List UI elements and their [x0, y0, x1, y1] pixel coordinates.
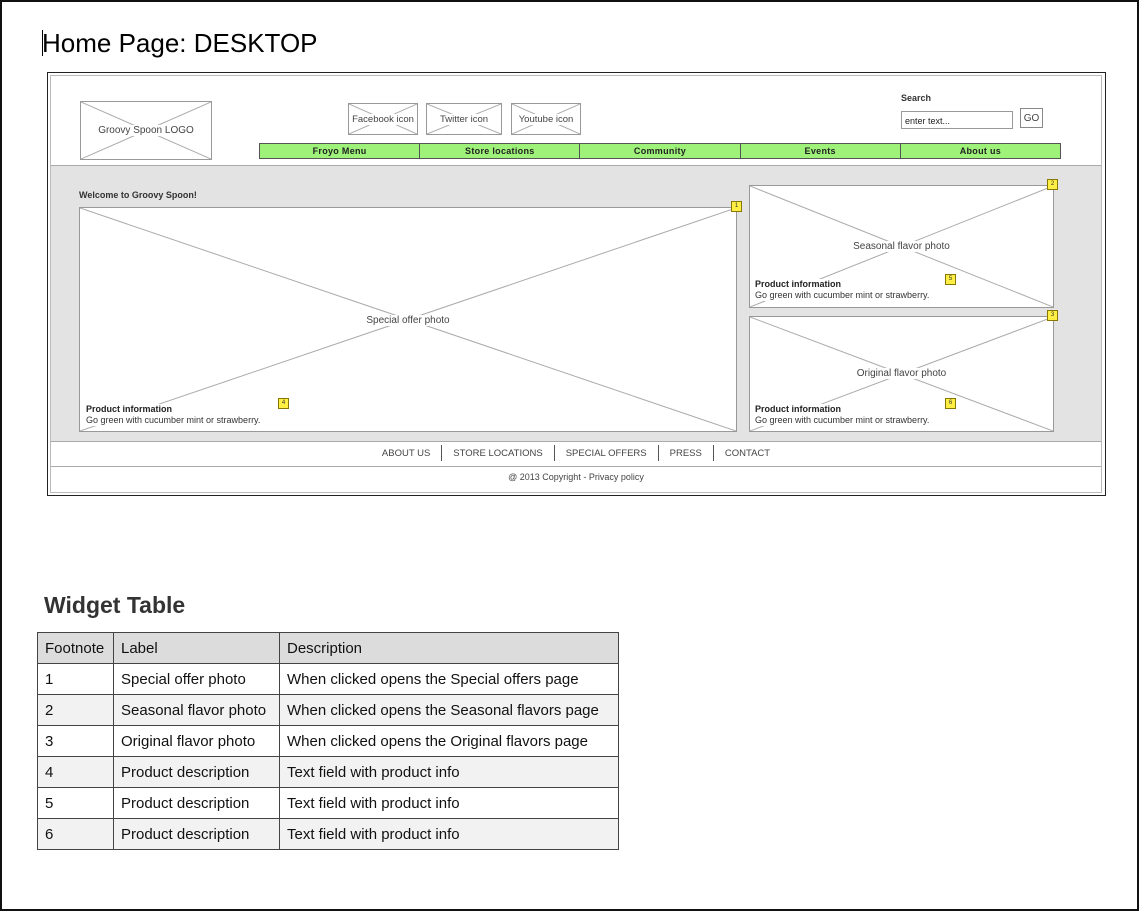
cell-footnote: 3	[37, 725, 114, 757]
cell-label: Seasonal flavor photo	[113, 694, 280, 726]
table-row: 2 Seasonal flavor photo When clicked ope…	[37, 694, 619, 726]
footer-separator	[441, 445, 443, 461]
page-title: Home Page: DESKTOP	[42, 28, 318, 58]
table-row: 6 Product description Text field with pr…	[37, 818, 619, 850]
text-cursor	[42, 30, 43, 56]
facebook-icon[interactable]: Facebook icon	[348, 103, 418, 135]
twitter-icon[interactable]: Twitter icon	[426, 103, 502, 135]
cell-description: Text field with product info	[279, 756, 619, 788]
widget-table: Footnote Label Description 1 Special off…	[37, 632, 619, 850]
cell-label: Special offer photo	[113, 663, 280, 695]
seasonal-flavor-photo[interactable]: Seasonal flavor photo Product informatio…	[749, 185, 1054, 308]
footer-separator	[712, 445, 714, 461]
cell-label: Original flavor photo	[113, 725, 280, 757]
table-row: 3 Original flavor photo When clicked ope…	[37, 725, 619, 757]
special-offer-photo[interactable]: Special offer photo Product information …	[79, 207, 737, 432]
footnote-badge-4: 4	[278, 398, 289, 409]
product-info-title: Product information	[86, 404, 172, 414]
footer-link-press[interactable]: PRESS	[669, 447, 702, 459]
twitter-label: Twitter icon	[435, 114, 493, 125]
cell-footnote: 4	[37, 756, 114, 788]
cell-description: When clicked opens the Special offers pa…	[279, 663, 619, 695]
footer-nav: ABOUT US STORE LOCATIONS SPECIAL OFFERS …	[51, 440, 1101, 467]
cell-description: Text field with product info	[279, 818, 619, 850]
table-row: 1 Special offer photo When clicked opens…	[37, 663, 619, 695]
original-flavor-label: Original flavor photo	[854, 368, 949, 379]
product-info: Product information Go green with cucumb…	[755, 404, 930, 426]
footnote-badge-6: 6	[945, 398, 956, 409]
youtube-icon[interactable]: Youtube icon	[511, 103, 581, 135]
facebook-label: Facebook icon	[349, 114, 417, 125]
cell-footnote: 2	[37, 694, 114, 726]
product-info-title: Product information	[755, 279, 841, 289]
nav-item-froyo-menu[interactable]: Froyo Menu	[260, 144, 421, 158]
content-area: Welcome to Groovy Spoon! Special offer p…	[51, 165, 1101, 442]
table-row: 4 Product description Text field with pr…	[37, 756, 619, 788]
nav-item-about-us[interactable]: About us	[959, 146, 1002, 156]
column-header-description: Description	[279, 632, 619, 664]
footer-separator	[553, 445, 555, 461]
product-info-title: Product information	[755, 404, 841, 414]
search-go-button[interactable]: GO	[1020, 108, 1043, 128]
main-nav: Froyo Menu Store locations Community Eve…	[259, 143, 1061, 159]
footnote-badge-2: 2	[1047, 179, 1058, 190]
product-info: Product information Go green with cucumb…	[86, 404, 261, 426]
product-info-text: Go green with cucumber mint or strawberr…	[755, 415, 930, 425]
product-info: Product information Go green with cucumb…	[755, 279, 930, 301]
widget-table-title: Widget Table	[44, 592, 186, 618]
cell-label: Product description	[113, 787, 280, 819]
column-header-label: Label	[113, 632, 280, 664]
footnote-badge-1: 1	[731, 201, 742, 212]
wireframe-canvas: Groovy Spoon LOGO Facebook icon Twitter …	[50, 75, 1102, 493]
product-info-text: Go green with cucumber mint or strawberr…	[86, 415, 261, 425]
footnote-badge-5: 5	[945, 274, 956, 285]
footer-link-store-locations[interactable]: STORE LOCATIONS	[453, 447, 543, 459]
logo-placeholder[interactable]: Groovy Spoon LOGO	[80, 101, 212, 160]
cell-description: When clicked opens the Seasonal flavors …	[279, 694, 619, 726]
footer-separator	[657, 445, 659, 461]
original-flavor-photo[interactable]: Original flavor photo Product informatio…	[749, 316, 1054, 432]
footnote-badge-3: 3	[1047, 310, 1058, 321]
cell-footnote: 1	[37, 663, 114, 695]
column-header-footnote: Footnote	[37, 632, 114, 664]
search-input[interactable]: enter text...	[901, 111, 1013, 129]
seasonal-flavor-label: Seasonal flavor photo	[850, 241, 953, 252]
cell-description: When clicked opens the Original flavors …	[279, 725, 619, 757]
logo-label: Groovy Spoon LOGO	[97, 125, 195, 136]
wireframe-frame: Groovy Spoon LOGO Facebook icon Twitter …	[47, 72, 1106, 496]
nav-item-community[interactable]: Community	[580, 144, 741, 158]
cell-footnote: 5	[37, 787, 114, 819]
cell-label: Product description	[113, 818, 280, 850]
table-row: 5 Product description Text field with pr…	[37, 787, 619, 819]
footer-link-special-offers[interactable]: SPECIAL OFFERS	[565, 447, 647, 459]
footer-link-contact[interactable]: CONTACT	[724, 447, 771, 459]
table-header-row: Footnote Label Description	[37, 632, 619, 664]
product-info-text: Go green with cucumber mint or strawberr…	[755, 290, 930, 300]
youtube-label: Youtube icon	[512, 114, 580, 125]
welcome-heading: Welcome to Groovy Spoon!	[79, 190, 197, 200]
cell-description: Text field with product info	[279, 787, 619, 819]
nav-item-events[interactable]: Events	[741, 144, 901, 158]
cell-footnote: 6	[37, 818, 114, 850]
nav-item-store-locations[interactable]: Store locations	[420, 144, 581, 158]
search-label: Search	[901, 93, 932, 103]
cell-label: Product description	[113, 756, 280, 788]
special-offer-label: Special offer photo	[360, 315, 456, 326]
footer-link-about-us[interactable]: ABOUT US	[381, 447, 431, 459]
copyright-text: @ 2013 Copyright - Privacy policy	[508, 472, 644, 482]
